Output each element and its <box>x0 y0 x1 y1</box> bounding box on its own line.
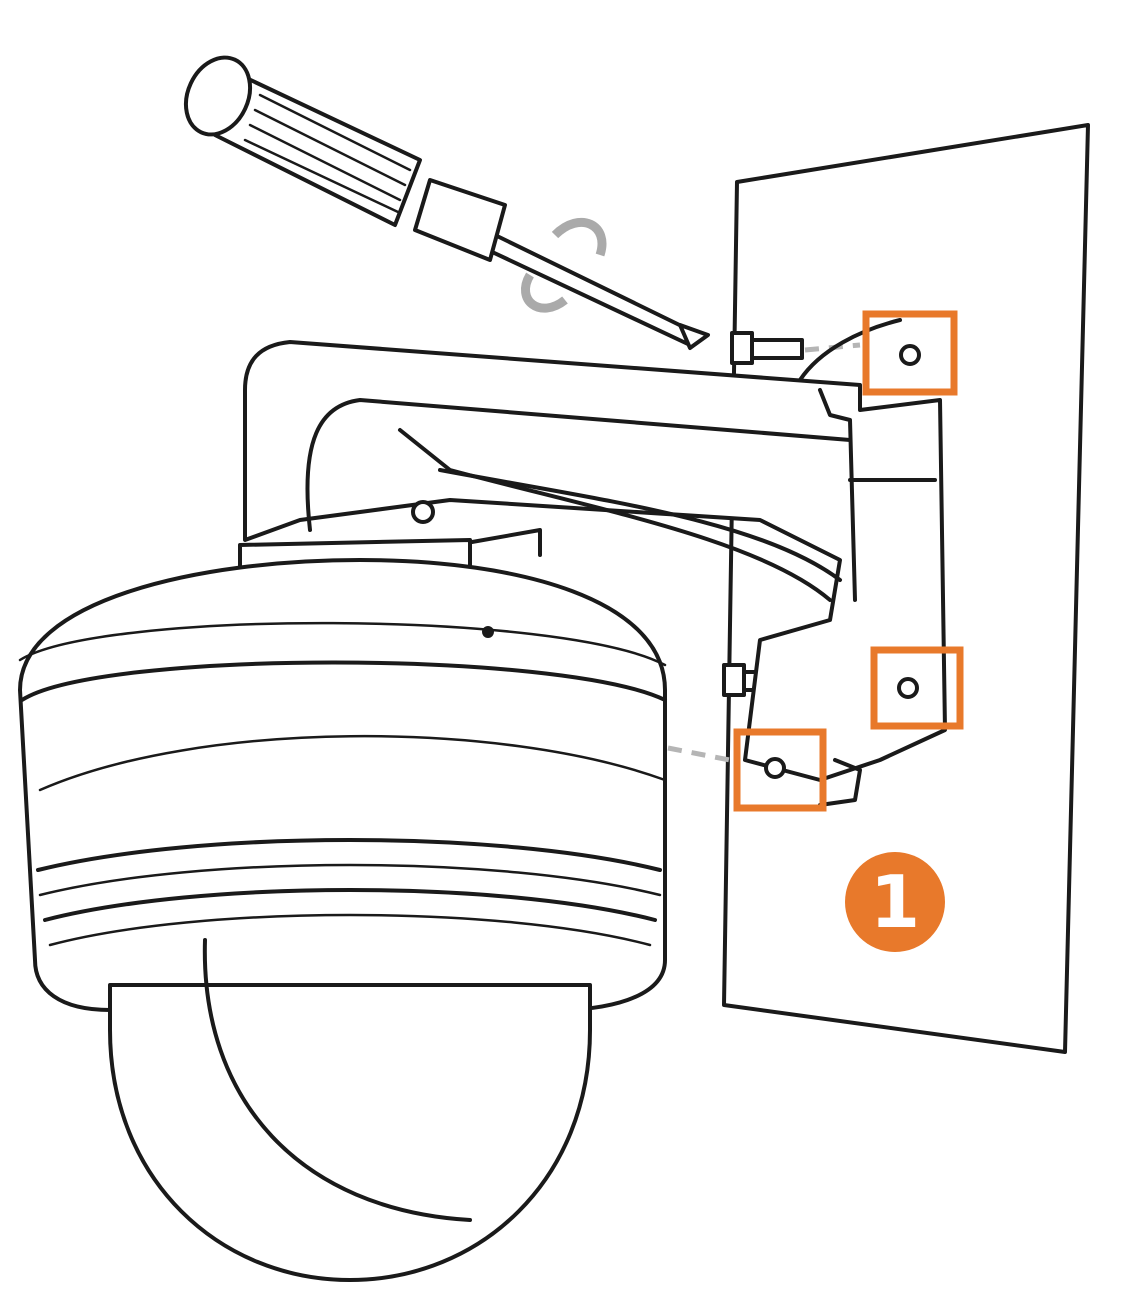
screw-hole-highlights <box>733 310 964 812</box>
highlight-box-top <box>862 310 958 396</box>
dome-camera <box>18 538 667 1282</box>
highlight-box-middle <box>870 646 964 730</box>
highlight-box-bottom <box>733 728 827 812</box>
rotate-arrow-icon <box>521 217 607 313</box>
wall-mount-bracket <box>243 318 947 807</box>
step-number-badge: 1 <box>845 852 945 952</box>
screwdriver-icon <box>183 55 710 350</box>
